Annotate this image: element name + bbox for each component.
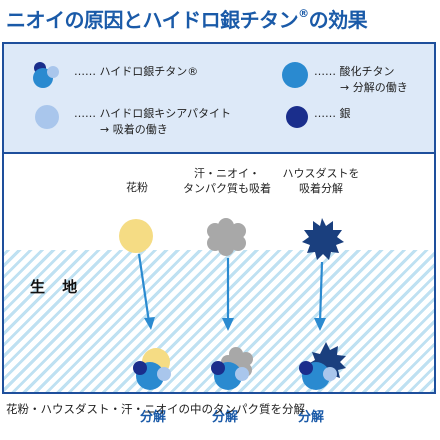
- hydro-silver-titanium-icon: [33, 62, 59, 88]
- page-title: ニオイの原因とハイドロ銀チタン®の効果: [6, 7, 368, 32]
- apatite-particle: [157, 367, 171, 381]
- decompose-label-dust: 分解: [298, 410, 325, 425]
- diagram-frame: …… ハイドロ銀チタン® …… 酸化チタン → 分解の働き …… ハイドロ銀キシ…: [2, 42, 436, 425]
- silver-icon: [286, 106, 308, 128]
- dust-column: [299, 218, 346, 390]
- legend-item-apatite-sub: → 吸着の働き: [100, 123, 168, 136]
- registered-mark: ®: [298, 7, 309, 20]
- arrow-head: [314, 318, 326, 331]
- legend-item-titanium-oxide: …… 酸化チタン: [314, 65, 395, 78]
- house-dust-icon: [302, 218, 344, 260]
- column-label-pollen: 花粉: [126, 181, 148, 194]
- legend-item-silver: …… 銀: [314, 107, 351, 120]
- caption: 花粉・ハウスダスト・汗・ニオイの中のタンパク質を分解: [6, 402, 305, 416]
- silver-particle: [299, 361, 313, 375]
- apatite-icon: [35, 105, 59, 129]
- arrow-head: [222, 318, 234, 331]
- column-label-sweat: 汗・ニオイ・ タンパク質も吸着: [183, 167, 271, 195]
- process-area: 生 地 花粉 汗・ニオイ・ タンパク質も吸着 ハウスダストを 吸着分解 分解: [4, 154, 434, 425]
- decompose-label-sweat: 分解: [212, 410, 239, 425]
- legend-item-titanium-oxide-sub: → 分解の働き: [340, 81, 408, 94]
- silver-particle: [211, 361, 225, 375]
- apatite-particle: [323, 367, 337, 381]
- legend: …… ハイドロ銀チタン® …… 酸化チタン → 分解の働き …… ハイドロ銀キシ…: [4, 44, 434, 154]
- legend-item-hydro-silver-titanium: …… ハイドロ銀チタン®: [74, 65, 199, 78]
- arrow-line: [137, 253, 151, 323]
- sweat-column: [207, 218, 253, 390]
- column-label-dust: ハウスダストを 吸着分解: [282, 167, 360, 195]
- pollen-column: [119, 219, 171, 390]
- titanium-oxide-icon: [282, 62, 308, 88]
- arrow-head: [144, 317, 155, 330]
- decompose-label-pollen: 分解: [140, 410, 167, 425]
- silver-particle: [133, 361, 147, 375]
- fabric-label: 生 地: [30, 278, 84, 296]
- arrow-line: [318, 261, 324, 323]
- sweat-protein-icon: [207, 218, 246, 256]
- apatite-particle: [235, 367, 249, 381]
- pollen-icon: [119, 219, 153, 253]
- legend-item-apatite: …… ハイドロ銀キシアパタイト: [74, 107, 232, 120]
